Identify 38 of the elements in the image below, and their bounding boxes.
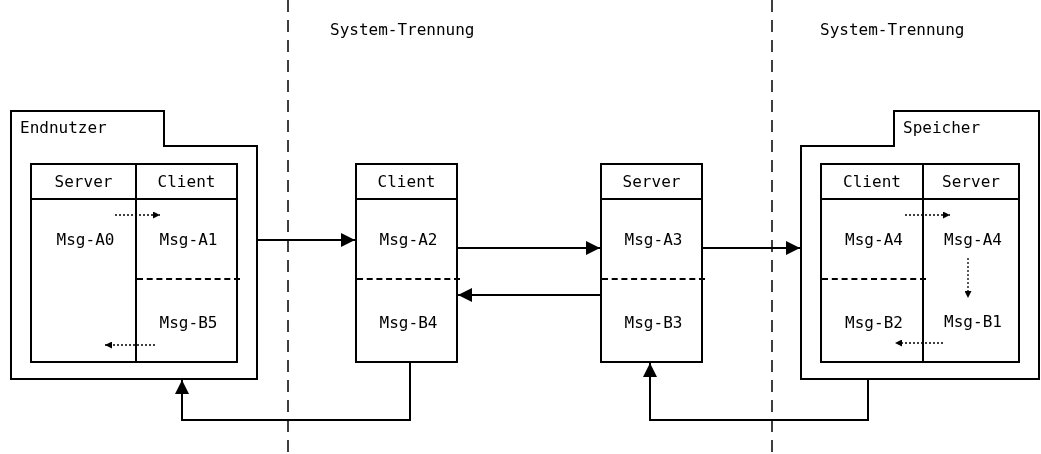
message-label: Msg-A0: [32, 200, 139, 278]
message-box: [600, 163, 703, 363]
dotted-arrow: [114, 211, 161, 219]
message-label: Msg-A4: [822, 200, 926, 278]
arrow: [643, 362, 869, 421]
column-header: Client: [357, 165, 456, 200]
column-header: Server: [924, 165, 1018, 200]
table-column: [30, 163, 137, 363]
message-label: Msg-A1: [137, 200, 240, 278]
section-label: System-Trennung: [330, 20, 475, 39]
folder-tab: Endnutzer: [10, 110, 165, 147]
column-header: Client: [822, 165, 922, 200]
message-label: Msg-B4: [357, 278, 460, 365]
column-header: Server: [602, 165, 701, 200]
message-label: Msg-A2: [357, 200, 460, 278]
table-column: [922, 163, 1020, 363]
message-label: Msg-B2: [822, 278, 926, 365]
message-label: Msg-A4: [924, 200, 1022, 278]
dotted-arrow: [964, 257, 972, 299]
table-column: [135, 163, 238, 363]
column-header: Client: [137, 165, 236, 200]
arrow: [457, 288, 601, 302]
message-label: Msg-B3: [602, 278, 705, 365]
message-label: Msg-B5: [137, 278, 240, 365]
dotted-arrow: [104, 341, 156, 349]
message-label: Msg-A3: [602, 200, 705, 278]
message-label: Msg-B1: [924, 278, 1022, 365]
folder-tab: Speicher: [893, 110, 1040, 147]
column-header: Server: [32, 165, 135, 200]
section-label: System-Trennung: [820, 20, 965, 39]
table-column: [820, 163, 924, 363]
dotted-arrow: [894, 339, 944, 347]
arrow: [457, 241, 601, 255]
arrow: [257, 233, 356, 247]
message-box: [355, 163, 458, 363]
arrow: [175, 362, 411, 421]
arrow: [702, 241, 801, 255]
dotted-arrow: [904, 211, 951, 219]
